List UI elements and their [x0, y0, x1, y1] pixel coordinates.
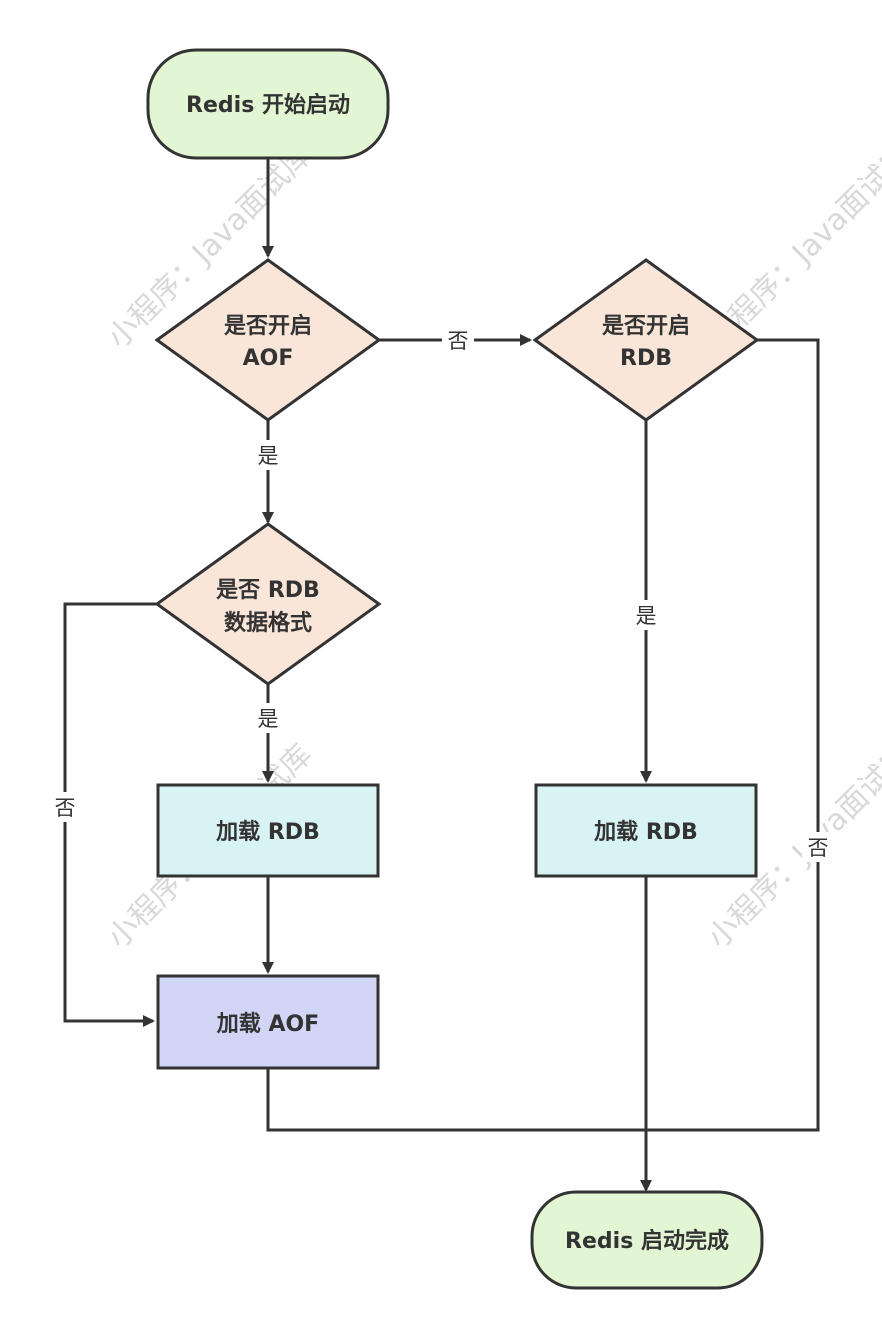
label-bg	[630, 600, 662, 630]
load-rdb-right-shape	[534, 783, 758, 878]
edge-label-format-yes: 是	[258, 707, 279, 731]
label-bg	[442, 326, 474, 354]
rdb-decision-shape	[532, 258, 760, 422]
rdb-format-decision-shape	[154, 522, 382, 686]
load-rdb-left-shape	[156, 783, 380, 878]
label-bg	[49, 792, 81, 822]
load-aof-label: 加载 AOF	[216, 1011, 319, 1037]
aof-decision-node: 是否开启 AOF	[154, 258, 382, 422]
start-label: Redis 开始启动	[186, 92, 350, 118]
start-shape	[146, 48, 390, 160]
aof-decision-line1: 是否开启	[224, 313, 312, 339]
nodes: Redis 开始启动 是否开启 AOF 是否开启 RDB 是否 RDB 数据格式…	[146, 48, 764, 1290]
start-node: Redis 开始启动	[146, 48, 390, 160]
label-bg	[252, 703, 284, 733]
load-rdb-left-label: 加载 RDB	[215, 819, 320, 845]
label-bg	[252, 440, 284, 470]
rdb-format-decision-node: 是否 RDB 数据格式	[154, 522, 382, 686]
edge-label-rdb-no: 否	[808, 836, 829, 860]
edge-label-rdb-yes: 是	[636, 604, 657, 628]
rdb-decision-line2: RDB	[620, 346, 672, 371]
end-label: Redis 启动完成	[565, 1228, 729, 1254]
load-rdb-right-label: 加载 RDB	[593, 819, 698, 845]
aof-decision-line2: AOF	[243, 346, 294, 371]
load-rdb-left-node: 加载 RDB	[156, 783, 380, 878]
end-node: Redis 启动完成	[530, 1190, 764, 1290]
end-shape	[530, 1190, 764, 1290]
rdb-decision-line1: 是否开启	[602, 313, 690, 339]
rdb-decision-node: 是否开启 RDB	[532, 258, 760, 422]
edge-load-aof-to-end	[266, 1068, 646, 1132]
label-bg	[802, 832, 834, 862]
edge-rdb-no-to-end	[646, 338, 820, 1132]
edge-label-format-no: 否	[55, 796, 76, 820]
rdb-format-decision-line1: 是否 RDB	[216, 578, 320, 603]
load-rdb-right-node: 加载 RDB	[534, 783, 758, 878]
load-aof-node: 加载 AOF	[156, 974, 380, 1070]
edge-label-aof-no: 否	[448, 329, 469, 353]
rdb-format-decision-line2: 数据格式	[224, 610, 312, 636]
edge-labels: 否 是 是 否 是 否	[49, 326, 834, 862]
load-aof-shape	[156, 974, 380, 1070]
edge-label-aof-yes: 是	[258, 444, 279, 468]
aof-decision-shape	[154, 258, 382, 422]
